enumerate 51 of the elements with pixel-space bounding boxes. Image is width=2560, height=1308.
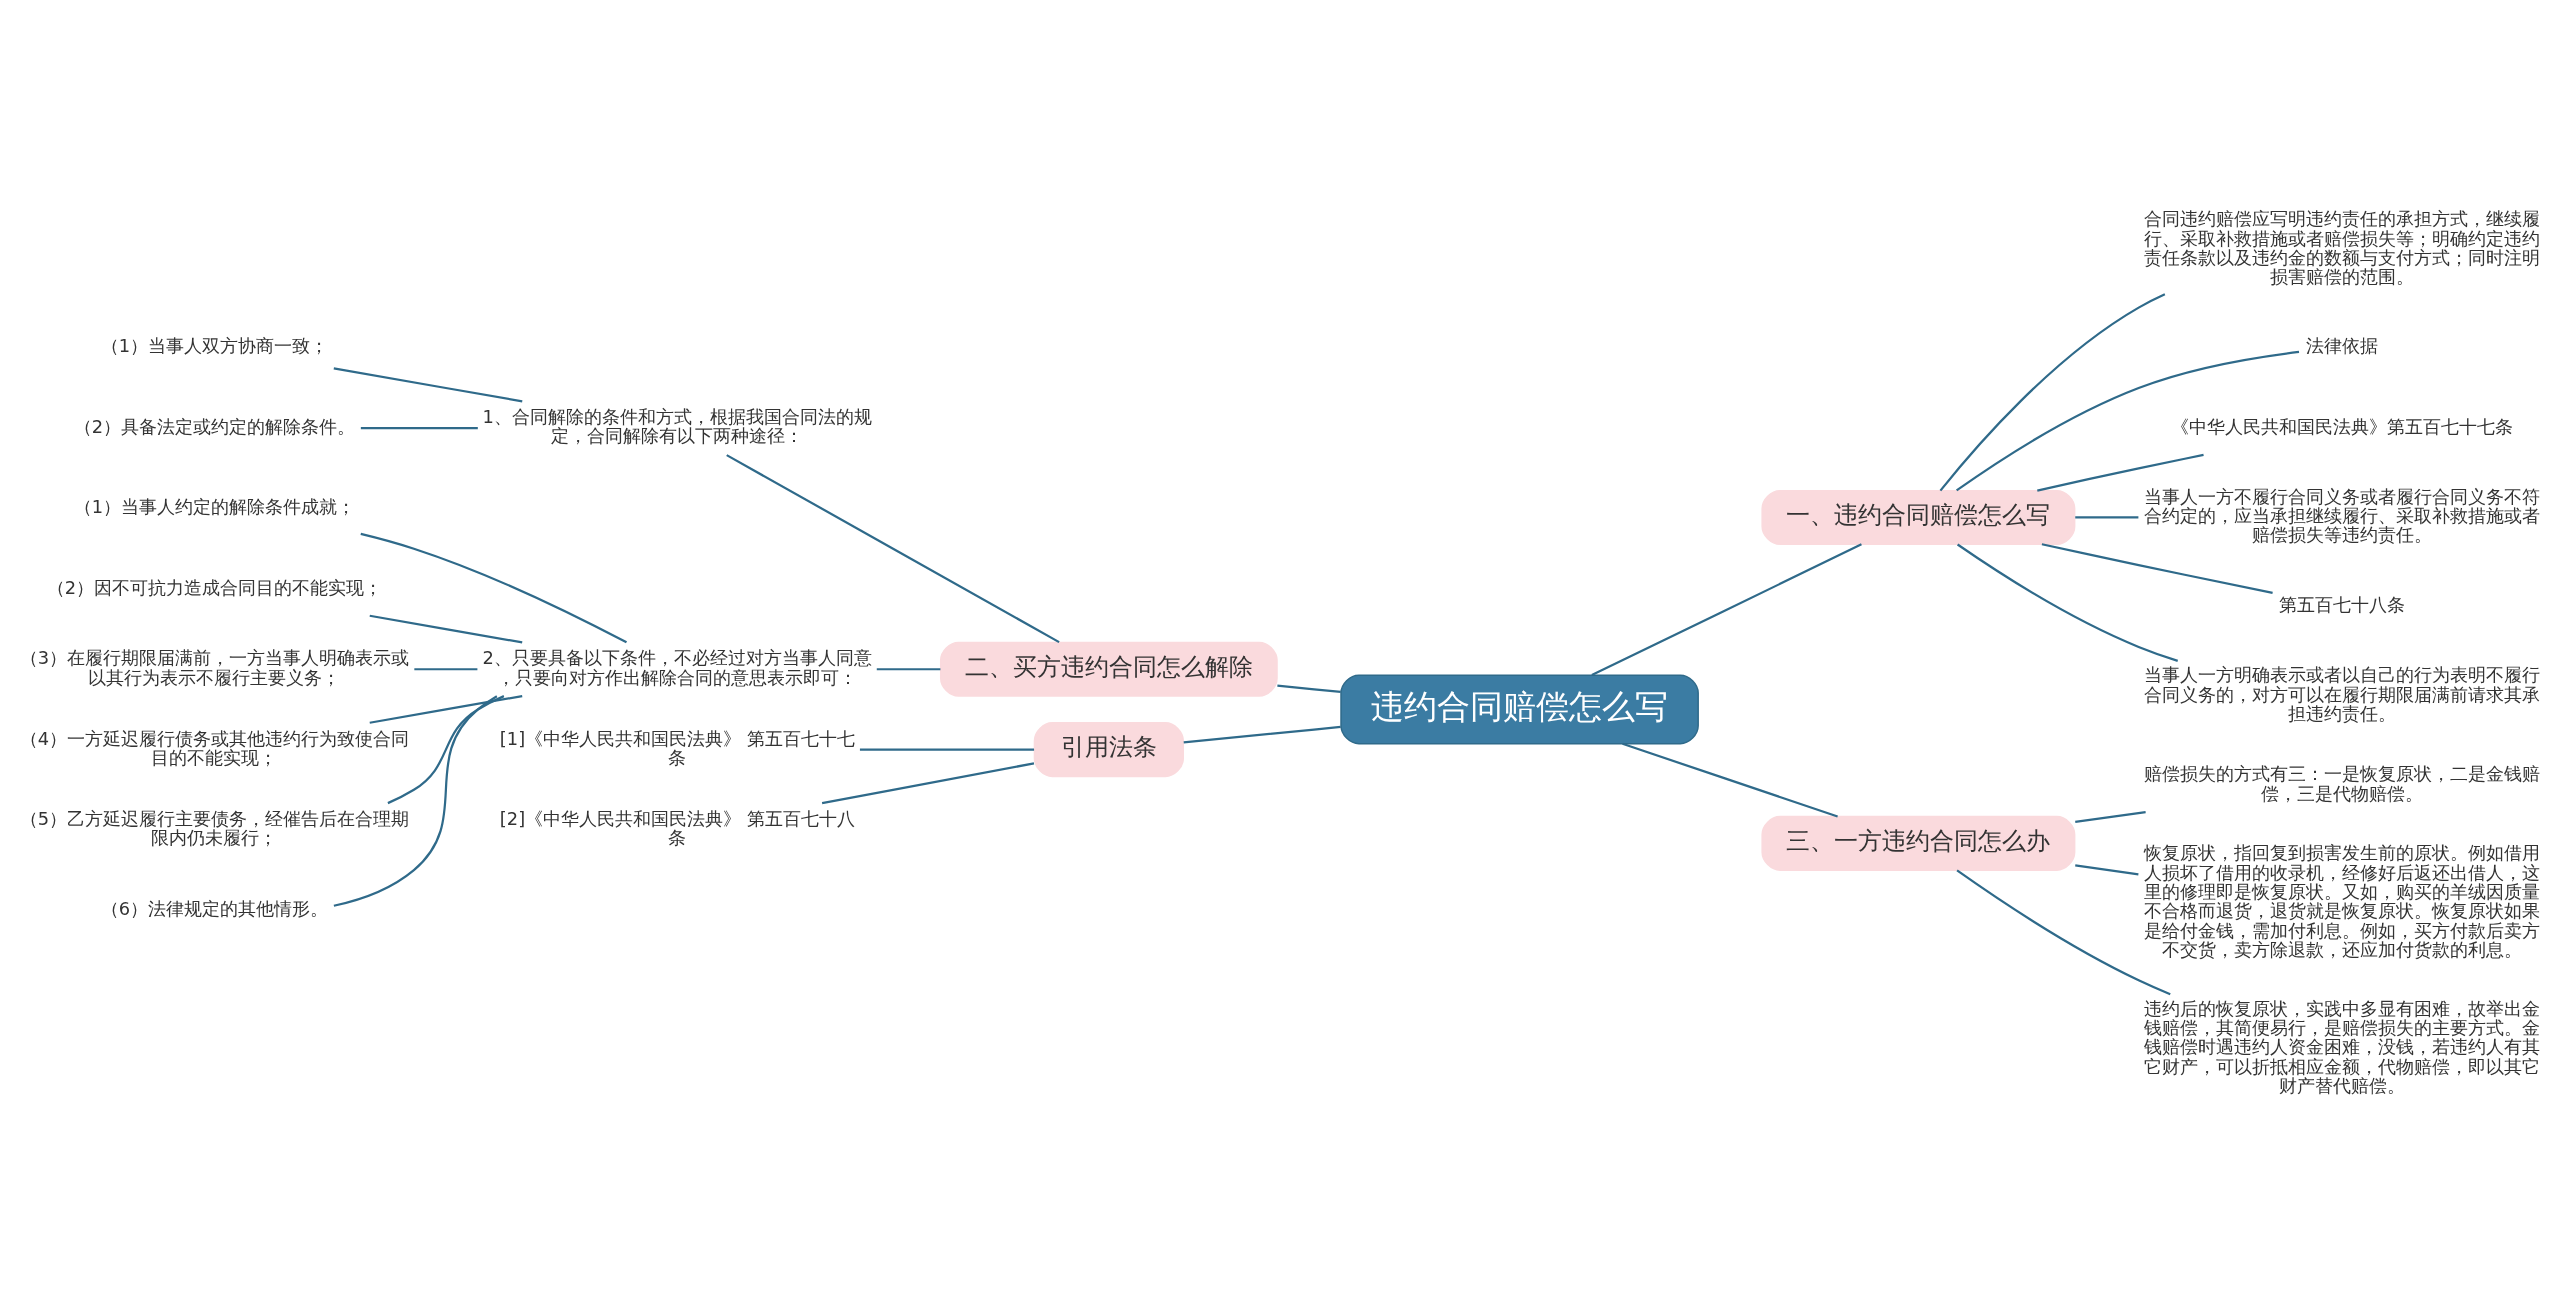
- connector: [2075, 516, 2139, 519]
- connector: [1183, 725, 1341, 744]
- connector: [1277, 684, 1341, 694]
- node-text: （3）在履行期限届满前，一方当事人明确表示或以其行为表示不履行主要义务；: [19, 647, 410, 688]
- node-text: （5）乙方延迟履行主要债务，经催告后在合理期限内仍未履行；: [19, 807, 410, 849]
- connector: [360, 532, 628, 644]
- node-text: （2）具备法定或约定的解除条件。: [73, 415, 356, 437]
- node-box: 一、违约合同赔偿怎么写: [1761, 489, 2076, 545]
- connector: [360, 427, 478, 430]
- connector: [1591, 543, 1862, 677]
- connector: [387, 695, 505, 805]
- node-text: 《中华人民共和国民法典》第五百七十七条: [2170, 415, 2513, 437]
- connector: [726, 454, 1060, 644]
- node-text: 赔偿损失的方式有三：一是恢复原状，二是金钱赔偿，三是代物赔偿。: [2143, 763, 2540, 804]
- node-text: （2）因不可抗力造成合同目的不能实现；: [46, 576, 383, 598]
- connector: [1622, 742, 1838, 818]
- node-text: 法律依据: [2305, 335, 2378, 357]
- connector: [876, 668, 941, 671]
- connector: [2041, 543, 2273, 595]
- connector: [1956, 869, 2171, 996]
- connector: [1956, 350, 2300, 492]
- connector: [333, 695, 498, 907]
- node-text: 当事人一方不履行合同义务或者履行合同义务不符合约定的，应当承担继续履行、采取补救措施或者赔偿损失等违约责任。: [2143, 485, 2540, 546]
- node-text: （1）当事人约定的解除条件成就；: [73, 496, 356, 518]
- connector: [2075, 864, 2139, 876]
- connector: [1957, 543, 2179, 662]
- node-text: 第五百七十八条: [2278, 594, 2405, 616]
- node-box: 违约合同赔偿怎么写: [1340, 674, 1699, 745]
- connector: [859, 748, 1035, 751]
- node-text: 2、只要具备以下条件，不必经过对方当事人同意，只要向对方作出解除合同的意思表示即可：: [482, 647, 872, 688]
- connector: [369, 695, 523, 724]
- node-text: 合同违约赔偿应写明违约责任的承担方式，继续履行、采取补救措施或者赔偿损失等；明确约定违约责任条款以及违约金的数额与支付方式；同时注明损害赔偿的范围。: [2143, 208, 2540, 288]
- node-text: （6）法律规定的其他情形。: [100, 897, 329, 919]
- node-text: （1）当事人双方协商一致；: [100, 335, 329, 357]
- node-text: [2]《中华人民共和国民法典》 第五百七十八条: [499, 807, 855, 849]
- node-text: [1]《中华人民共和国民法典》 第五百七十七条: [499, 727, 855, 768]
- node-text: 1、合同解除的条件和方式，根据我国合同法的规定，合同解除有以下两种途径：: [482, 406, 872, 447]
- connector: [414, 668, 478, 671]
- node-text: （4）一方延迟履行债务或其他违约行为致使合同目的不能实现；: [19, 727, 410, 768]
- connector: [369, 614, 523, 644]
- connector: [333, 367, 523, 403]
- node-box: 二、买方违约合同怎么解除: [939, 641, 1278, 697]
- connector: [2037, 453, 2204, 492]
- node-box: 三、一方违约合同怎么办: [1761, 815, 2076, 871]
- node-box: 引用法条: [1033, 722, 1184, 778]
- node-text: 当事人一方明确表示或者以自己的行为表明不履行合同义务的，对方可以在履行期限届满前请求其承担违约责任。: [2143, 664, 2540, 724]
- node-text: 恢复原状，指回复到损害发生前的原状。例如借用人损坏了借用的收录机，经修好后返还出借人，这里的修理即是恢复原状。又如，购买的羊绒因质量不合格而退货，退货就是恢复原状。恢复原状如果是给付金钱，需加付利息。例如，买方付款后卖方不交货，卖方除退款，还应加付货款的利息。: [2143, 842, 2540, 960]
- connector: [2075, 811, 2146, 824]
- node-text: 违约后的恢复原状，实践中多显有困难，故举出金钱赔偿，其简便易行，是赔偿损失的主要方式。金钱赔偿时遇违约人资金困难，没钱，若违约人有其它财产，可以折抵相应金额，代物赔偿，即以其它财产替代赔偿。: [2143, 997, 2540, 1097]
- connector: [821, 762, 1035, 805]
- connector: [1939, 293, 2166, 492]
